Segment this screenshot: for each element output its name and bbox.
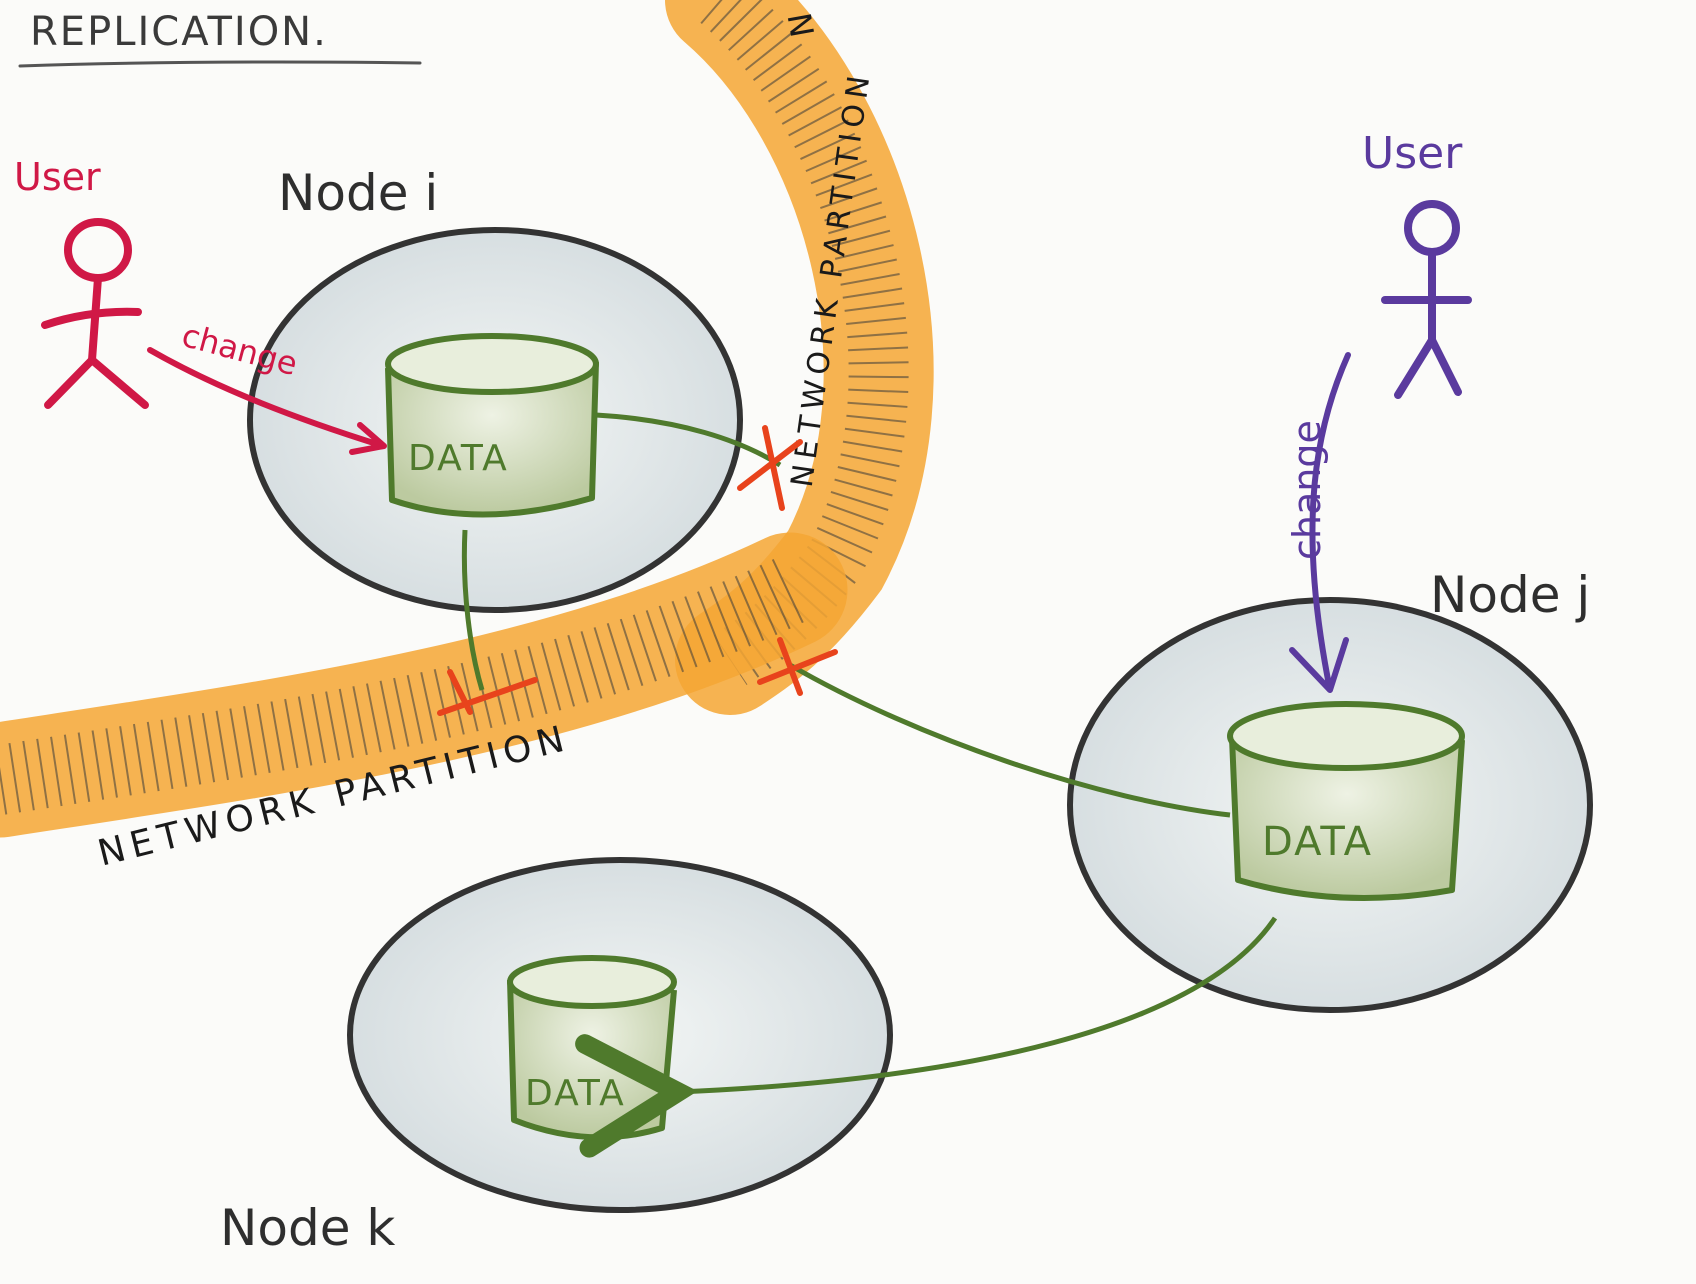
node-j-data-store: DATA: [1227, 701, 1465, 901]
cut-mark-middle: [437, 669, 538, 716]
user-left-stick-figure-icon: [41, 218, 149, 409]
user-right-stick-figure-icon: [1381, 200, 1472, 399]
link-i-to-j-cut: [595, 412, 782, 468]
node-i-label: Node i: [278, 164, 438, 222]
node-i: Node i DATA: [247, 164, 743, 613]
title-underline: [18, 60, 422, 68]
user-right-label: User: [1362, 128, 1463, 179]
cut-marks: [437, 425, 838, 716]
user-right: User change: [1285, 128, 1472, 693]
user-right-change-arrow: [1289, 352, 1351, 693]
node-k-label: Node k: [220, 1199, 395, 1257]
node-k-data-store: DATA: [507, 955, 677, 1141]
node-k: Node k DATA: [220, 857, 893, 1257]
node-j-data-label: DATA: [1262, 819, 1373, 865]
diagram-title: REPLICATION.: [30, 9, 328, 55]
node-i-data-label: DATA: [408, 438, 509, 479]
replication-links: [461, 412, 1278, 1158]
user-left-label: User: [14, 155, 101, 199]
node-j-label: Node j: [1430, 566, 1590, 624]
network-partition-horizontal: NETWORK PARTITION: [0, 532, 848, 875]
cut-mark-lower: [757, 637, 838, 696]
link-j-to-k: [575, 916, 1278, 1158]
node-j: Node j DATA: [1067, 566, 1593, 1013]
cut-mark-upper: [737, 425, 803, 511]
node-k-data-label: DATA: [525, 1073, 626, 1114]
node-i-data-store: DATA: [385, 333, 599, 518]
user-left-change-arrow: [147, 347, 387, 455]
link-i-to-k-cut: [461, 529, 485, 691]
link-j-to-i-cut: [788, 662, 1231, 818]
